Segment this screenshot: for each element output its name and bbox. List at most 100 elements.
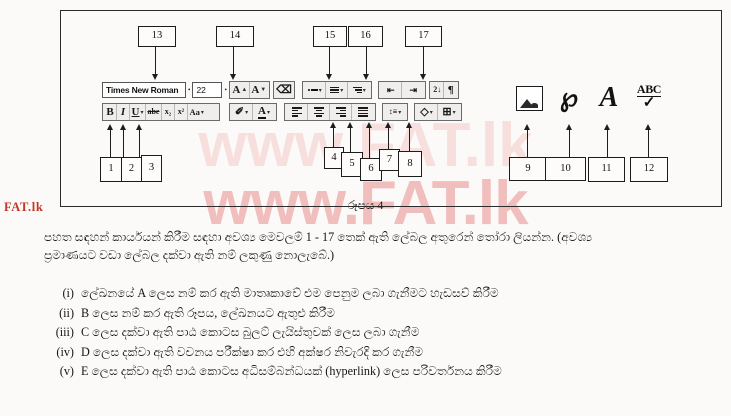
callout-13-label: 13 [151, 30, 163, 42]
underline-button[interactable]: U▾ [130, 104, 146, 120]
insert-hyperlink-button[interactable]: ℘ [552, 78, 586, 118]
insert-wordart-button[interactable]: A [592, 78, 626, 118]
font-size-controls-group: A ▲ A ▼ [228, 81, 270, 99]
callout-3: 3 [141, 155, 162, 182]
callout-5-label: 5 [349, 158, 355, 170]
list-item: (iii) C ලෙස දක්වා ඇති පාඨ කොටස බුලට් ලැය… [44, 323, 709, 343]
callout-12-label: 12 [643, 163, 655, 175]
paragraph-alignment-group [284, 103, 376, 121]
picture-icon [515, 85, 543, 111]
spelling-grammar-button[interactable]: ABC ✓ [632, 76, 666, 116]
callout-8: 8 [398, 151, 422, 177]
callout-6-arrow [366, 122, 372, 128]
decrease-indent-icon: ⇤ [387, 84, 395, 95]
line-spacing-caret-icon: ▾ [398, 109, 402, 116]
callout-16: 16 [348, 26, 383, 47]
callout-11-leader [607, 130, 609, 158]
borders-caret-icon: ▾ [452, 109, 456, 116]
callout-7-leader [388, 128, 390, 150]
align-left-button[interactable] [286, 104, 308, 120]
font-name-dropdown-icon[interactable]: • [188, 86, 191, 94]
bold-button[interactable]: B [104, 104, 117, 120]
ribbon-row-1: Times New Roman • 22 • A ▲ A ▼ ⌫ ▾ [102, 80, 502, 100]
list-item: (i) ලේඛනයේ A ලෙස නම් කර ඇති මාතෘකාවේ එම … [44, 284, 709, 304]
callout-6-label: 6 [368, 163, 374, 175]
instruction-line-1: පහත සඳහන් කාර්යයන් කිරීම සඳහා අවශ්‍ය මෙව… [44, 230, 593, 244]
callout-1-label: 1 [108, 163, 114, 175]
italic-button[interactable]: I [117, 104, 130, 120]
line-spacing-icon: ↕≡ [388, 107, 398, 116]
list-item: (ii) B ලෙස නම් කර ඇති රූපය, ලේඛනයට ඇතුළු… [44, 304, 709, 324]
list-item: (v) E ලෙස දක්වා ඇති පාඨ කොටස අධිසම්බන්ධය… [44, 362, 709, 382]
word-formatting-ribbon[interactable]: Times New Roman • 22 • A ▲ A ▼ ⌫ ▾ [102, 80, 502, 124]
indent-controls-group: ⇤ ⇥ [378, 81, 427, 99]
sort-button[interactable]: 2↓ [431, 82, 445, 98]
highlight-caret-icon: ▾ [245, 109, 249, 116]
shading-button[interactable]: ◇▾ [416, 104, 438, 120]
ribbon-row-2: B I U▾ abe x₂ x² Aa▾ ✐▾ A▾ [102, 102, 502, 122]
callout-3-label: 3 [148, 162, 155, 174]
callout-11: 11 [588, 157, 625, 182]
shrink-font-button[interactable]: A ▼ [250, 82, 268, 98]
change-case-button[interactable]: Aa▾ [188, 104, 205, 120]
align-right-button[interactable] [330, 104, 352, 120]
line-spacing-button[interactable]: ↕≡▾ [384, 104, 406, 120]
superscript-button[interactable]: x² [175, 104, 188, 120]
justify-button[interactable] [352, 104, 374, 120]
callout-4-leader [333, 128, 335, 148]
callout-11-arrow [604, 124, 610, 130]
numbering-button[interactable]: ▾ [326, 82, 349, 98]
callout-10: 10 [545, 157, 586, 181]
callout-14-leader [233, 45, 235, 75]
sort-icon: 2↓ [433, 85, 442, 94]
globe-hyperlink-icon: ℘ [559, 83, 579, 112]
callout-7-label: 7 [386, 153, 393, 165]
shrink-font-caret-icon: ▼ [260, 87, 267, 93]
pilcrow-icon: ¶ [447, 83, 454, 96]
font-size-dropdown-icon[interactable]: • [224, 86, 227, 94]
insert-picture-button[interactable] [512, 78, 546, 118]
callout-7-arrow [385, 122, 391, 128]
character-formatting-group: B I U▾ abe x₂ x² Aa▾ [102, 103, 220, 121]
show-formatting-marks-button[interactable]: ¶ [444, 82, 457, 98]
callout-5-leader [350, 128, 352, 153]
list-item-text: ලේඛනයේ A ලෙස නම් කර ඇති මාතෘකාවේ එම පෙනු… [81, 286, 499, 300]
borders-button[interactable]: ⊞▾ [438, 104, 460, 120]
increase-indent-icon: ⇥ [409, 84, 418, 95]
callout-8-label: 8 [407, 157, 413, 169]
numbering-icon [330, 85, 340, 96]
callout-1-leader [110, 130, 112, 158]
strikethrough-button[interactable]: abe [146, 104, 162, 120]
callout-17: 17 [405, 26, 442, 47]
bullets-caret-icon: ▾ [318, 87, 322, 94]
font-size-box[interactable]: 22 [192, 82, 223, 98]
subscript-button[interactable]: x₂ [162, 104, 175, 120]
text-highlight-color-button[interactable]: ✐▾ [231, 104, 253, 120]
multilevel-list-icon [352, 85, 362, 96]
callout-17-leader [423, 45, 425, 75]
font-name-box[interactable]: Times New Roman [102, 82, 186, 98]
callout-9: 9 [509, 157, 547, 181]
align-center-button[interactable] [308, 104, 330, 120]
callout-3-leader [139, 130, 141, 158]
callout-17-label: 17 [418, 30, 429, 42]
callout-9-arrow [524, 124, 530, 130]
shading-caret-icon: ▾ [429, 109, 433, 116]
callout-13: 13 [138, 26, 176, 47]
callout-12-arrow [645, 124, 651, 130]
list-item-text: E ලෙස දක්වා ඇති පාඨ කොටස අධිසම්බන්ධයක් (… [81, 364, 502, 378]
decrease-indent-button[interactable]: ⇤ [380, 82, 403, 98]
callout-13-arrow [152, 74, 158, 80]
callout-8-leader [409, 128, 411, 152]
clear-formatting-group: ⌫ [272, 81, 296, 99]
multilevel-list-button[interactable]: ▾ [348, 82, 370, 98]
font-color-button[interactable]: A▾ [253, 104, 275, 120]
shading-icon: ◇ [420, 105, 429, 118]
increase-indent-button[interactable]: ⇥ [402, 82, 424, 98]
callout-15: 15 [313, 26, 347, 47]
grow-font-button[interactable]: A ▲ [231, 82, 250, 98]
grow-font-label: A [232, 83, 241, 96]
bullets-button[interactable]: ▾ [304, 82, 327, 98]
clear-formatting-button[interactable]: ⌫ [275, 82, 294, 98]
callout-1-arrow [107, 124, 113, 130]
